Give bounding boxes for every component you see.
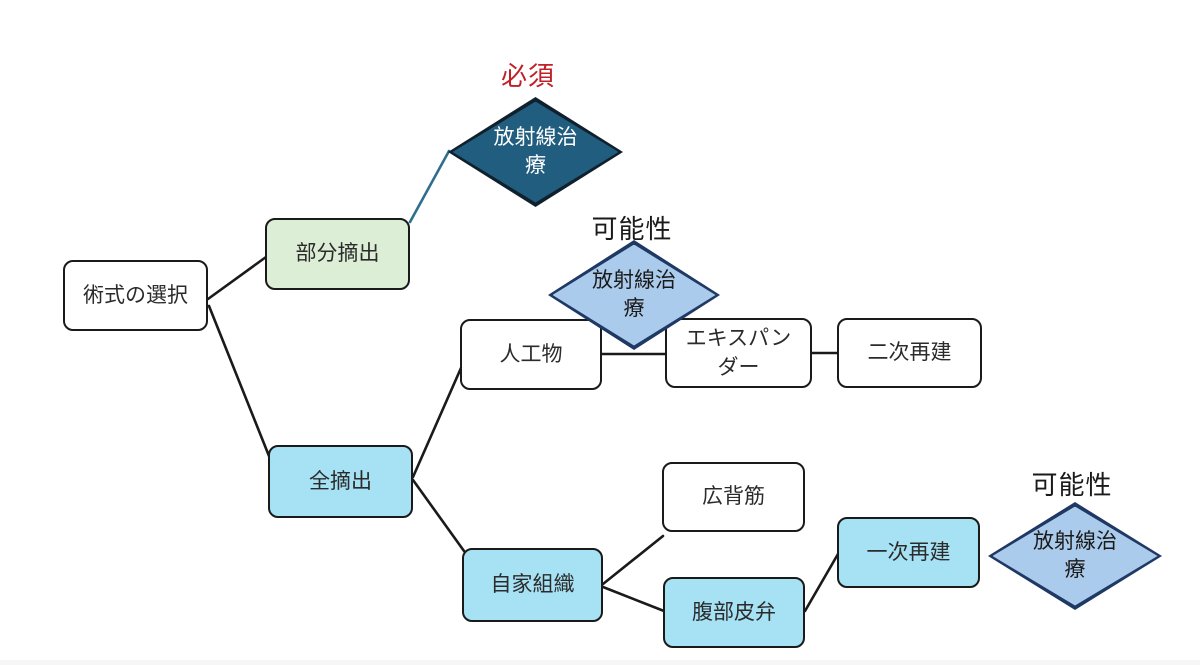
node-label: 一次再建 [866,540,951,564]
node-expander: エキスパンダー [665,318,812,388]
annotation-kanousei-1: 可能性 [591,214,673,244]
annotation-kanousei-2: 可能性 [1031,470,1113,500]
node-label: 二次再建 [867,341,952,365]
edge-fukubuhiben-ichijisaiken [803,552,840,613]
node-procedure-selection: 術式の選択 [63,260,208,331]
node-abdominal-flap: 腹部皮弁 [663,577,805,648]
edge-senjutsu-zentekishutsu [207,304,273,463]
edge-jikasoshiki-fukubuhiben [601,585,666,613]
edge-senjutsu-bubun [206,255,268,301]
annotation-hissu: 必須 [500,61,555,91]
edge-zentekishutsu-jikasoshiki [411,478,466,553]
edge-jikasoshiki-kohaikin [601,534,665,586]
node-radiation-required: 放射線治療 [448,97,623,207]
node-label: エキスパンダー [685,326,792,379]
node-partial-resection: 部分摘出 [265,218,410,290]
node-radiation-possible-2: 放射線治療 [988,502,1162,610]
node-label: 広背筋 [702,485,765,509]
bottom-strip [0,660,1200,665]
node-implant: 人工物 [460,319,602,390]
node-primary-reconstruction: 一次再建 [837,517,980,588]
node-secondary-reconstruction: 二次再建 [837,318,982,388]
node-label: 自家組織 [490,573,575,597]
node-total-resection: 全摘出 [268,445,413,518]
edge-zentekishutsu-jinkobutsu [411,366,463,479]
node-label: 腹部皮弁 [691,600,776,624]
node-label: 放射線治療 [493,125,578,177]
node-radiation-possible-1: 放射線治療 [548,240,720,350]
node-label: 人工物 [499,342,563,366]
node-label: 放射線治療 [1033,529,1117,581]
node-autologous-tissue: 自家組織 [462,548,603,622]
node-label: 放射線治療 [592,268,676,320]
node-latissimus-dorsi: 広背筋 [662,462,805,532]
node-label: 全摘出 [309,469,372,493]
node-label: 術式の選択 [83,283,188,307]
node-label: 部分摘出 [295,242,380,266]
edge-bubun-hoshasen [408,149,451,224]
